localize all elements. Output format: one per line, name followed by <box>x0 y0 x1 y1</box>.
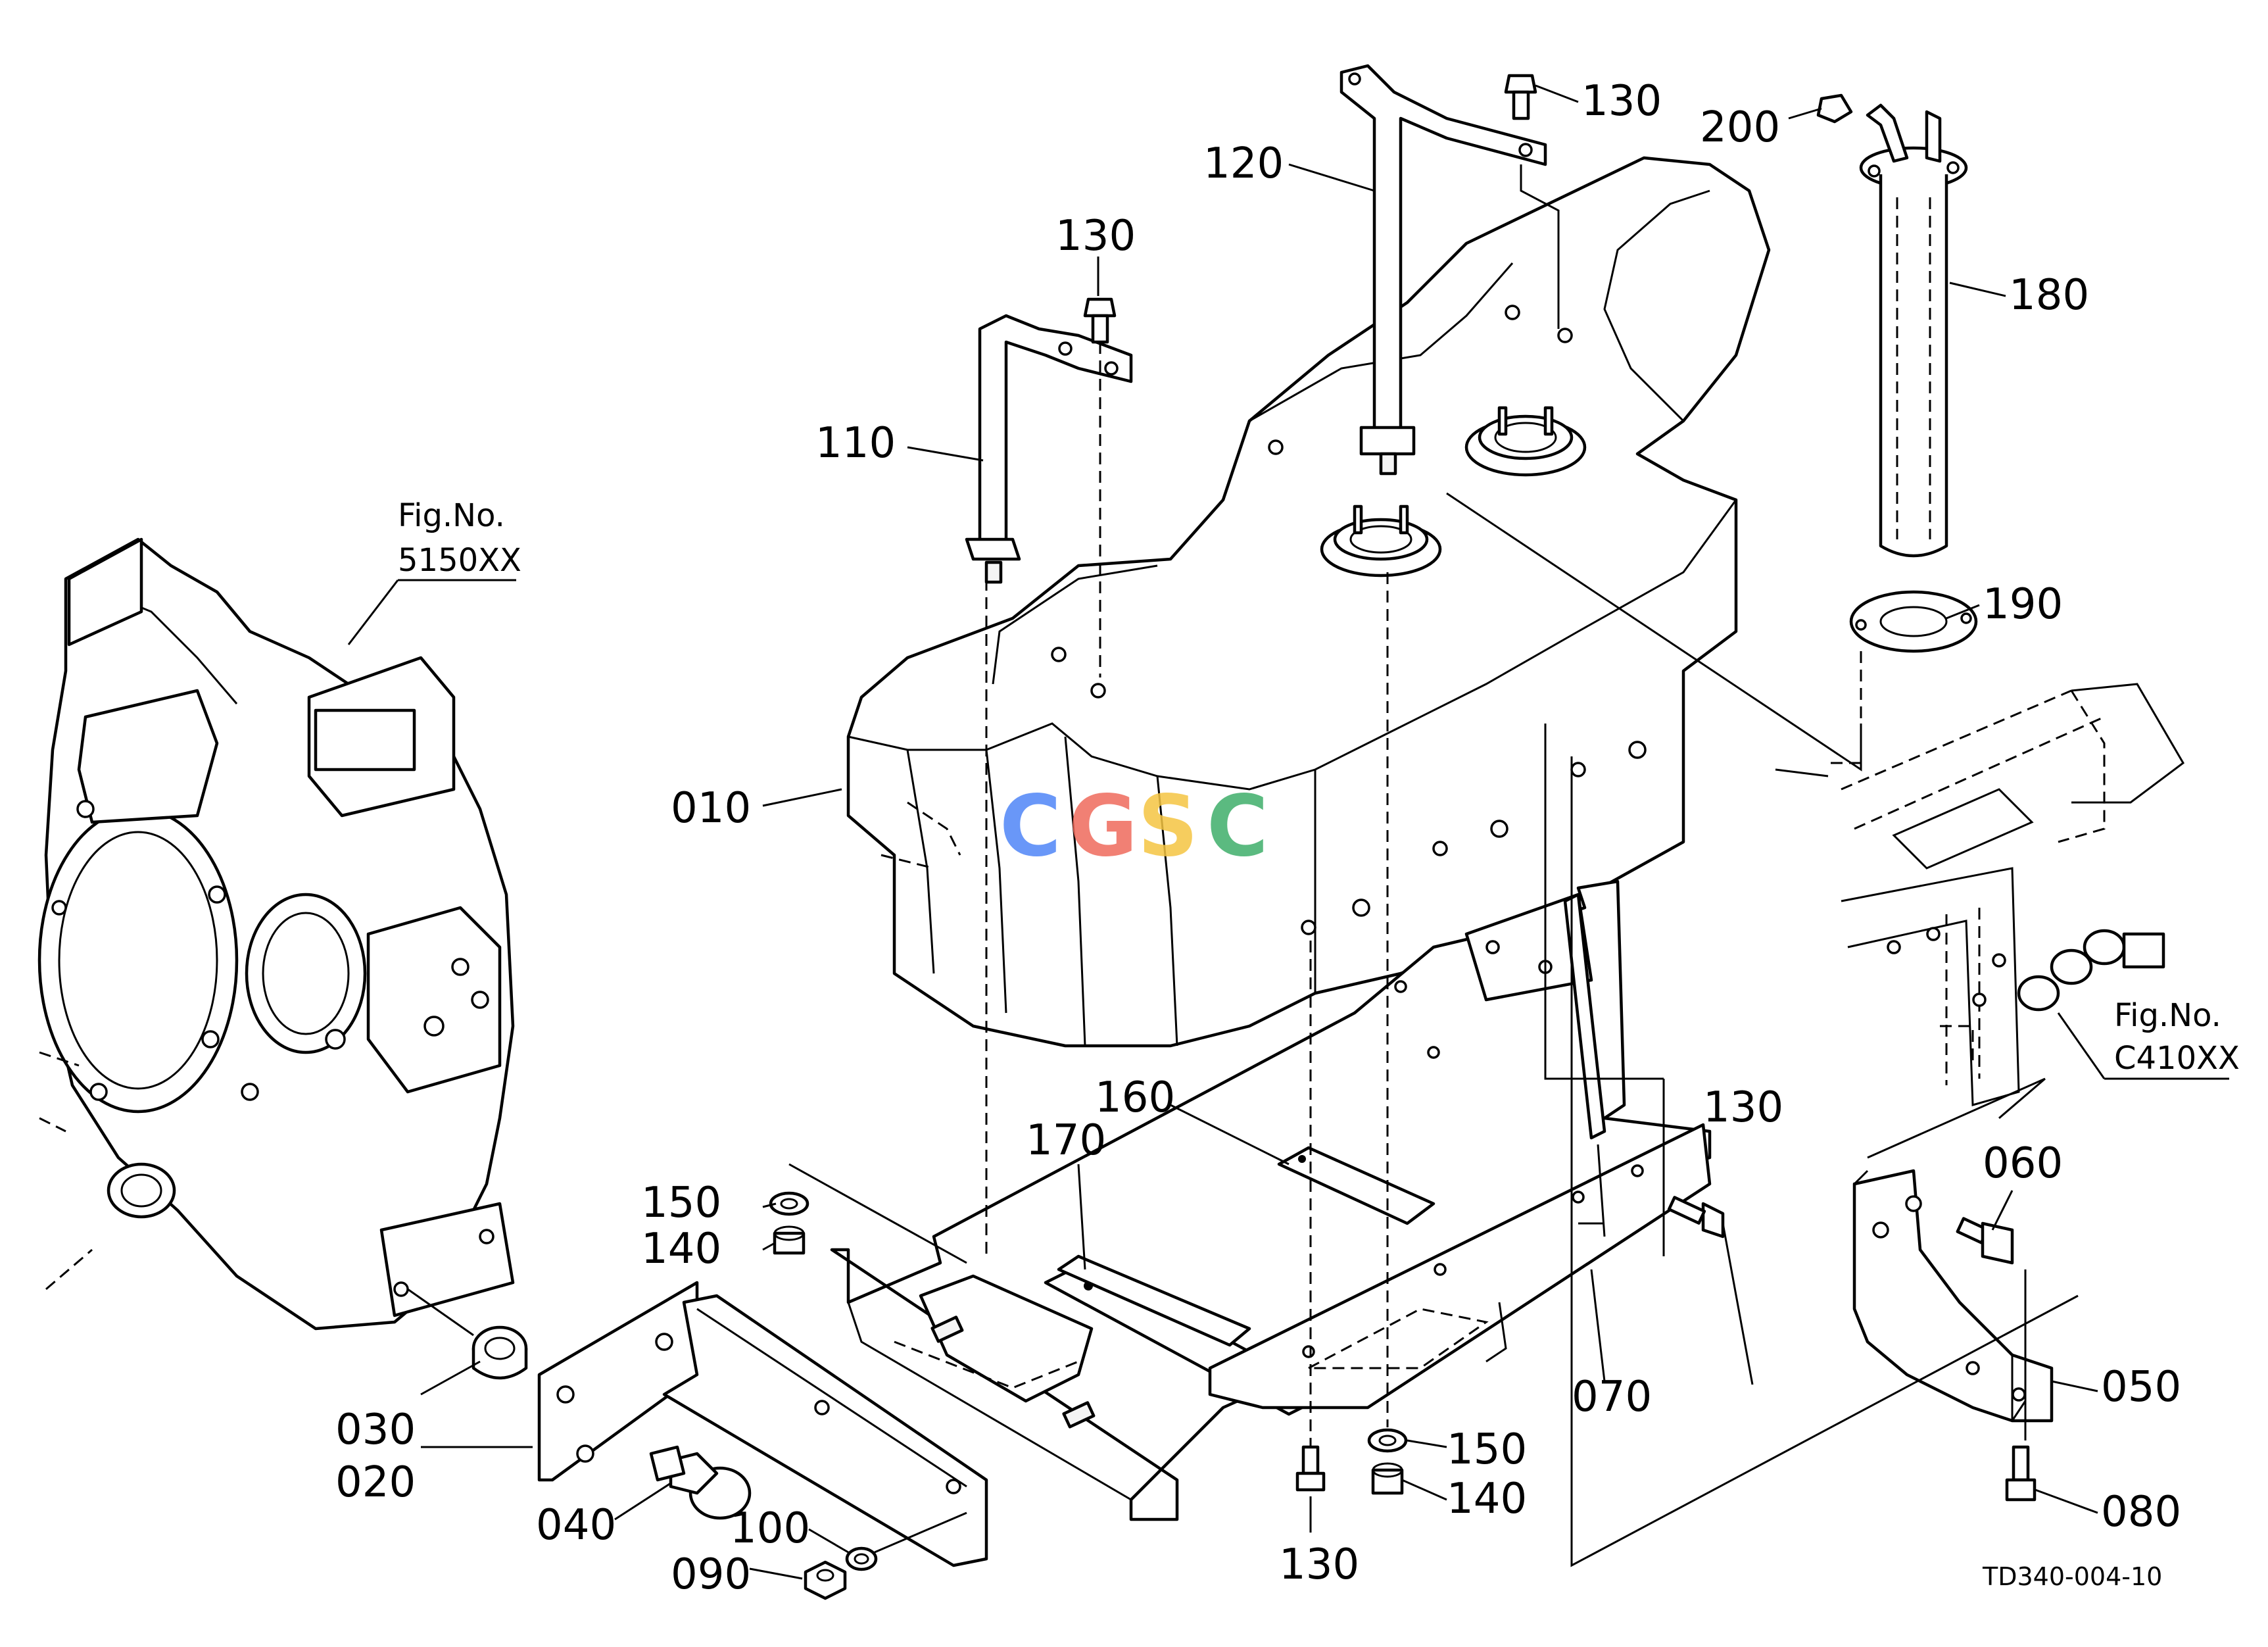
bracket-020 <box>537 1281 988 1567</box>
nut-090 <box>804 1560 847 1600</box>
nut-140-left <box>773 1225 806 1255</box>
bolt-060 <box>1956 1217 2014 1265</box>
watermark-letter-1: C <box>1000 777 1061 875</box>
spacer-030 <box>471 1325 528 1380</box>
label-190: 190 <box>1983 580 2063 629</box>
right-frame-ref <box>1841 683 2184 1106</box>
tank-strap-110 <box>965 314 1133 584</box>
label-140-right: 140 <box>1447 1475 1527 1523</box>
label-050: 050 <box>2101 1363 2181 1412</box>
label-110: 110 <box>815 419 896 468</box>
label-150-left: 150 <box>641 1179 721 1227</box>
studs <box>930 1315 1096 1429</box>
nut-200 <box>1816 93 1862 764</box>
label-130-top-right: 130 <box>1581 77 1662 126</box>
bolt-130-right <box>1667 1196 1725 1239</box>
label-130-bottom: 130 <box>1279 1540 1359 1589</box>
label-070: 070 <box>1572 1373 1652 1421</box>
nut-140-right <box>1371 1462 1404 1495</box>
transmission-housing <box>37 537 515 1331</box>
washer-100 <box>845 1546 878 1571</box>
label-170: 170 <box>1026 1116 1106 1165</box>
watermark-letter-3: S <box>1138 777 1198 875</box>
bolt-080 <box>2005 1445 2037 1502</box>
label-150-right: 150 <box>1447 1425 1527 1474</box>
label-180: 180 <box>2009 271 2089 320</box>
part-labels: 010 030 020 040 090 100 150 140 160 170 … <box>335 77 2181 1599</box>
label-120: 120 <box>1203 139 1284 188</box>
label-100: 100 <box>730 1504 810 1553</box>
bracket-050 <box>1852 1169 2054 1423</box>
fuel-tank <box>846 156 1771 1048</box>
fig-ref-code-right: C410XX <box>2114 1040 2240 1077</box>
label-010: 010 <box>671 784 751 833</box>
watermark-letter-4: C <box>1207 777 1268 875</box>
label-030: 030 <box>335 1406 416 1454</box>
fig-reference-5150xx: Fig.No. 5150XX <box>347 497 521 645</box>
drawing-code: TD340-004-10 <box>1982 1562 2162 1591</box>
tank-strap-120 <box>1339 64 1547 476</box>
label-140-left: 140 <box>641 1225 721 1273</box>
fuel-sender-180 <box>1859 103 1968 558</box>
label-060: 060 <box>1983 1139 2063 1188</box>
bolt-130-top-a <box>1083 297 1117 677</box>
washer-150-right <box>1367 1428 1408 1453</box>
fig-reference-c410xx: Fig.No. C410XX <box>2057 997 2240 1080</box>
bolt-130-top-b <box>1504 74 1560 329</box>
leader-lines <box>420 84 2098 1580</box>
fig-ref-code-left: 5150XX <box>398 542 521 579</box>
gasket-190 <box>1849 590 1978 653</box>
fig-ref-label-right: Fig.No. <box>2114 997 2221 1034</box>
bolt-040 <box>649 1445 752 1520</box>
label-080: 080 <box>2101 1488 2181 1536</box>
bolt-130-bottom <box>1295 941 1326 1492</box>
watermark: C G S C <box>1000 777 1268 875</box>
label-020: 020 <box>335 1458 416 1507</box>
label-130-top-left: 130 <box>1055 212 1136 260</box>
label-160: 160 <box>1095 1073 1175 1122</box>
washer-150-left <box>769 1191 809 1216</box>
fig-ref-label-left: Fig.No. <box>398 497 505 534</box>
watermark-letter-2: G <box>1069 777 1138 875</box>
label-200: 200 <box>1700 103 1780 152</box>
pad-170 <box>1057 1254 1251 1347</box>
reference-lines <box>985 492 2079 1567</box>
pad-160 <box>1277 1146 1436 1225</box>
label-090: 090 <box>671 1550 751 1599</box>
label-130-right: 130 <box>1703 1083 1783 1132</box>
label-040: 040 <box>536 1501 616 1550</box>
